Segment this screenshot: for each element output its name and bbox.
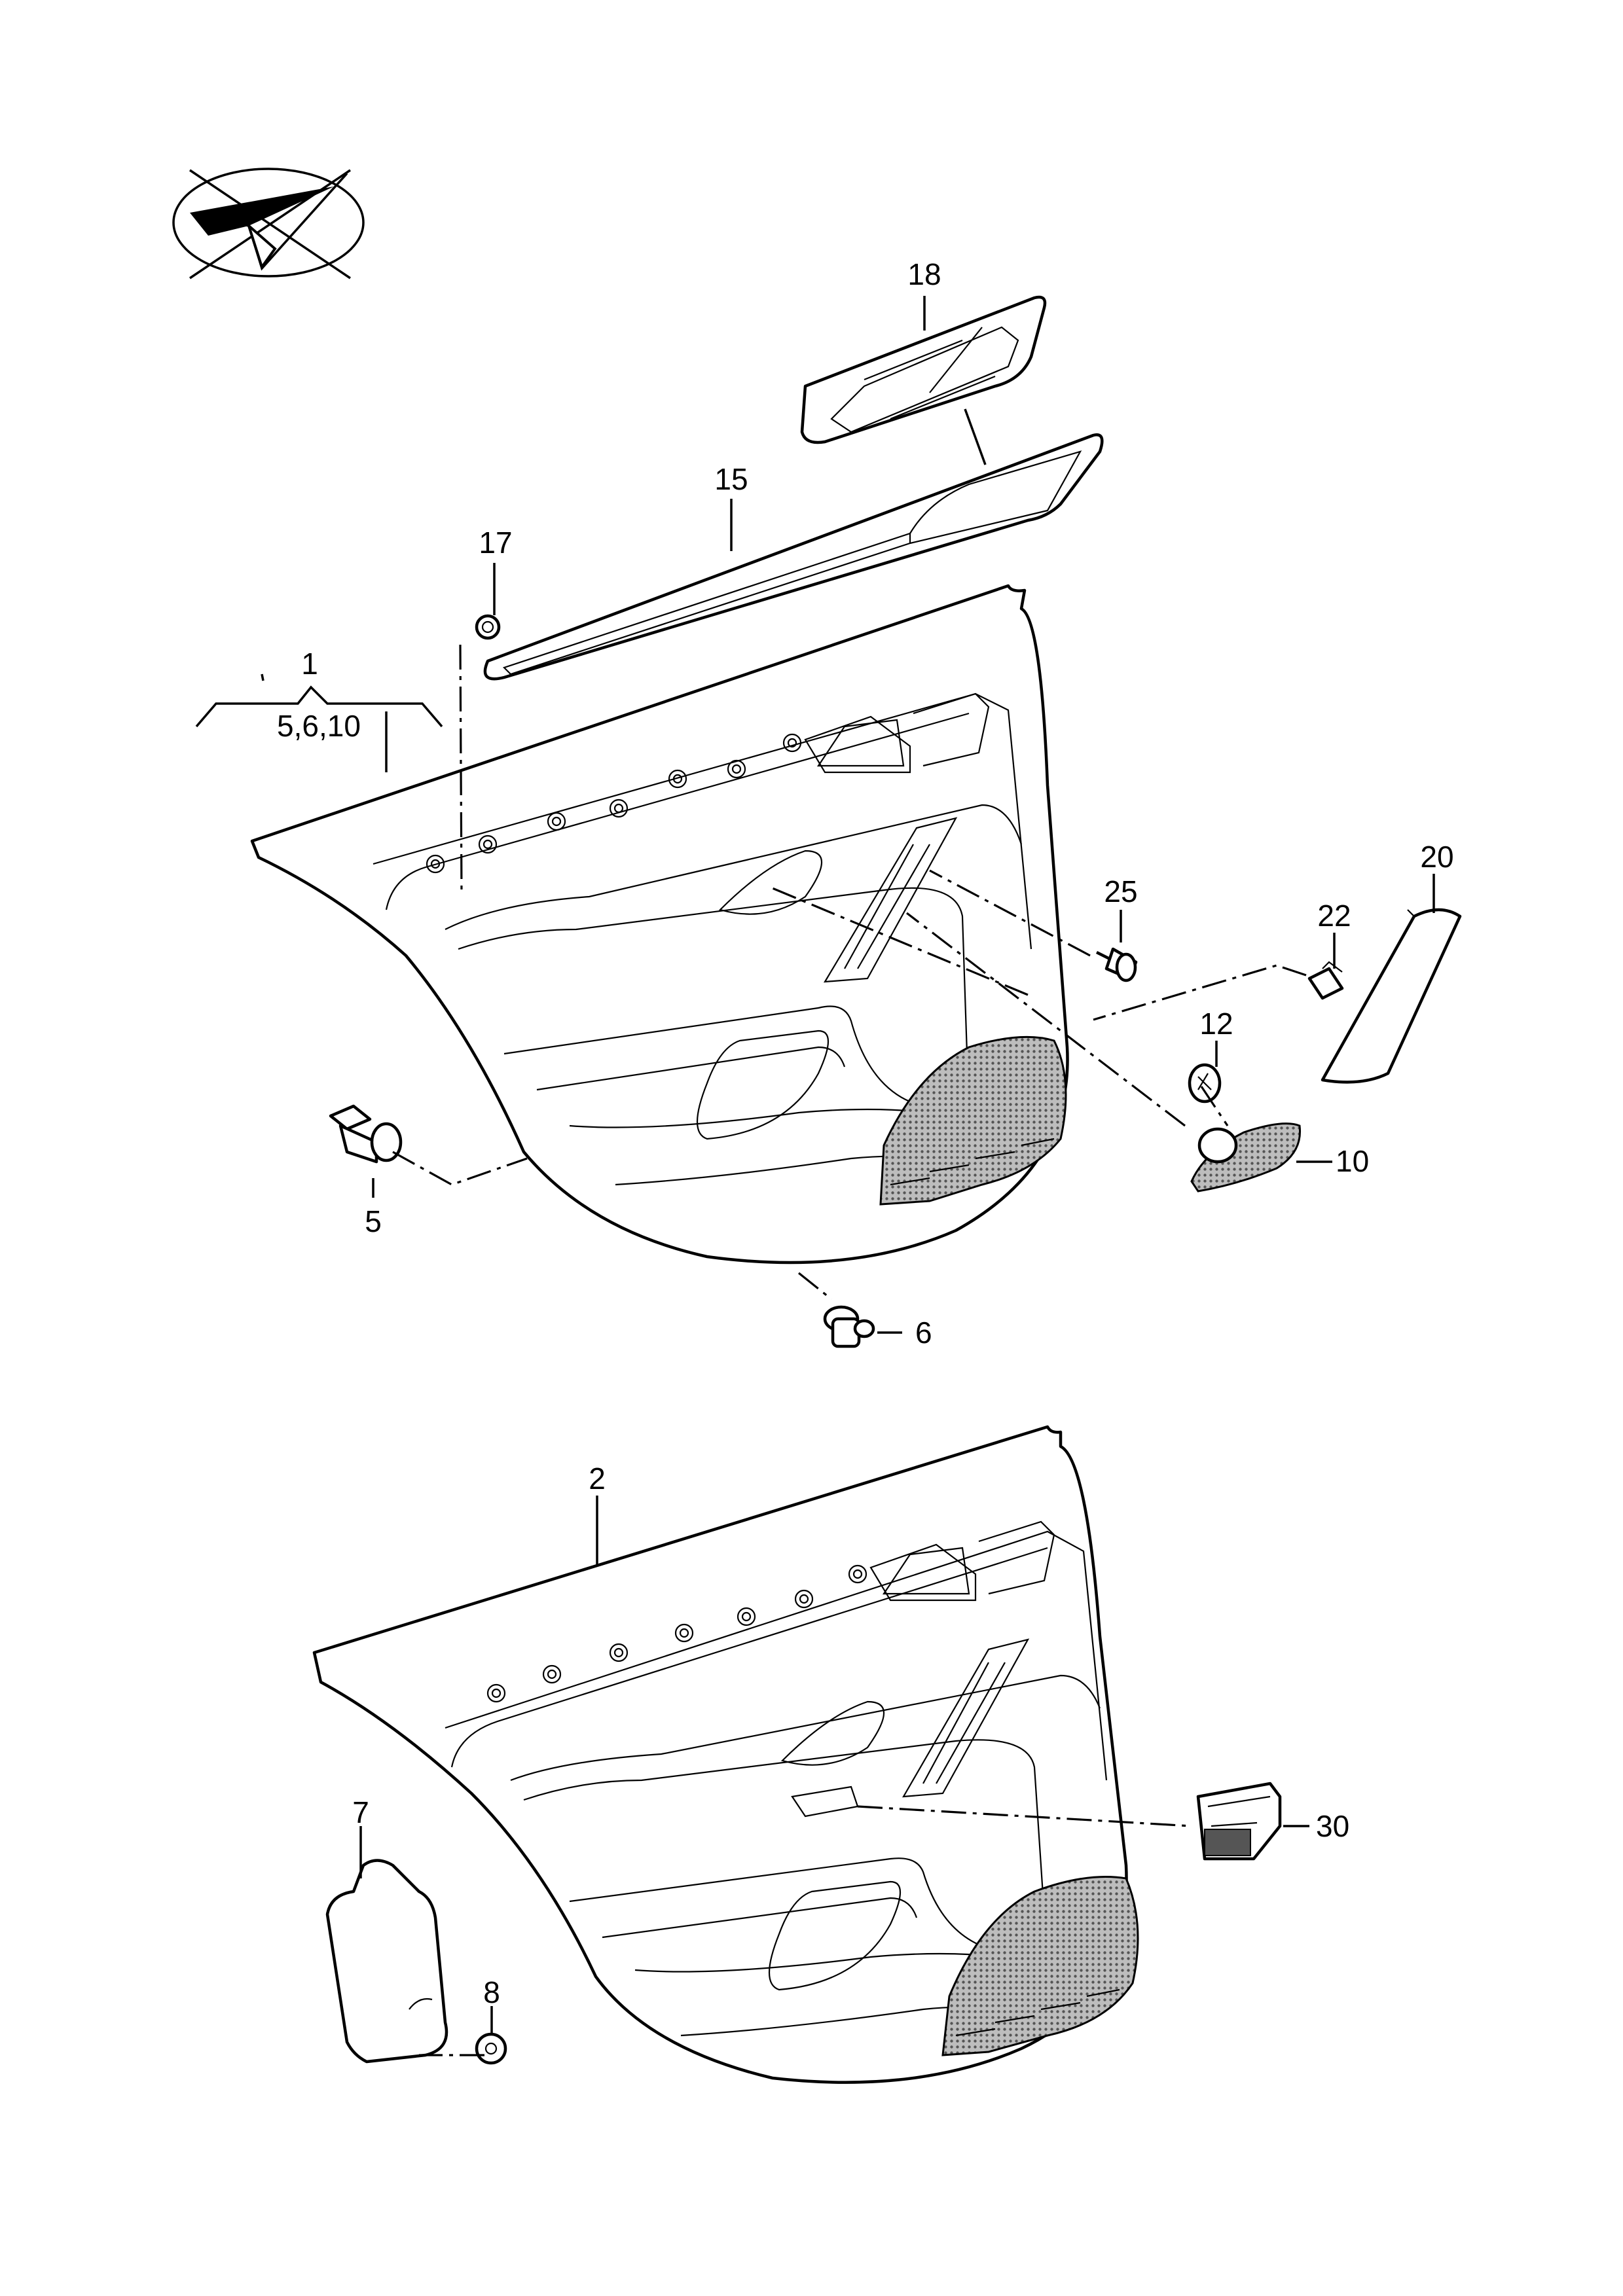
part-17-clip (475, 614, 501, 640)
part-12-ring (1188, 1063, 1222, 1103)
callout-8: 8 (483, 1975, 500, 2009)
callout-30: 30 (1316, 1809, 1349, 1843)
part-5-fastener (329, 1104, 403, 1164)
part-15-trim-strip (483, 433, 1104, 681)
callout-22: 22 (1317, 899, 1351, 933)
part-25-screw (1095, 947, 1138, 982)
callout-10: 10 (1336, 1144, 1369, 1178)
door-panel-lower (312, 1425, 1139, 2084)
part-7-insulation (325, 1859, 448, 2064)
callout-1-sub: 5,6,10 (277, 709, 361, 743)
callout-5: 5 (365, 1204, 382, 1238)
orientation-logo-icon (172, 168, 365, 279)
callout-15: 15 (714, 462, 748, 496)
callout-20: 20 (1420, 840, 1453, 874)
callout-12: 12 (1199, 1007, 1233, 1041)
part-20-trim (1321, 908, 1462, 1084)
callout-25: 25 (1104, 874, 1137, 908)
callout-labels: 1 5,6,10 2 5 6 7 8 10 12 15 17 18 20 22 … (277, 257, 1454, 2009)
callout-1: 1 (301, 647, 318, 681)
door-panel-upper (250, 584, 1069, 1265)
part-8-nut (475, 2032, 507, 2065)
part-30-switch (1196, 1782, 1282, 1861)
callout-6: 6 (915, 1316, 932, 1350)
part-10-speaker-cover (1190, 1122, 1302, 1193)
part-18-handle (800, 295, 1047, 444)
callout-7: 7 (352, 1795, 369, 1829)
callout-2: 2 (589, 1462, 606, 1496)
leader-lines (195, 296, 1435, 2056)
callout-18: 18 (907, 257, 941, 291)
part-22-clip (1307, 961, 1344, 1000)
callout-17: 17 (479, 526, 512, 560)
part-6-fastener (823, 1305, 875, 1348)
